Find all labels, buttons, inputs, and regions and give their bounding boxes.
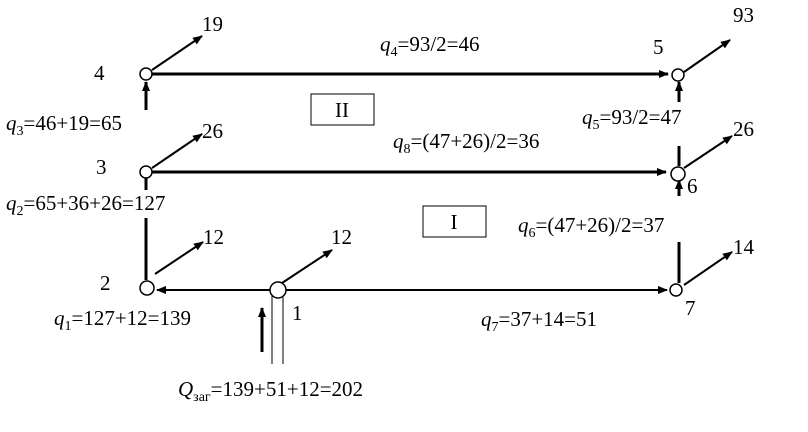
- flow-q6: q6=(47+26)/2=37: [518, 213, 664, 241]
- node-label-3: 3: [96, 155, 107, 179]
- outflow-value-5: 93: [733, 3, 754, 27]
- flow-q2: q2=65+36+26=127: [6, 191, 165, 219]
- flow-Q-supply: Qзаг=139+51+12=202: [178, 377, 363, 405]
- flow-q8: q8=(47+26)/2=36: [393, 129, 539, 157]
- node-6: [670, 166, 686, 182]
- outflow-arrow-6: [683, 135, 733, 169]
- outflow-value-3: 26: [202, 119, 223, 143]
- node-label-5: 5: [653, 35, 664, 59]
- flow-q7: q7=37+14=51: [481, 307, 597, 335]
- outflow-value-6: 26: [733, 117, 754, 141]
- node-4: [139, 67, 153, 81]
- ring-label-II: II: [335, 98, 349, 122]
- node-7: [669, 283, 683, 297]
- node-label-6: 6: [687, 174, 698, 198]
- outflow-value-2: 12: [203, 225, 224, 249]
- node-label-7: 7: [685, 296, 696, 320]
- outflow-arrow-2: [154, 241, 204, 275]
- node-label-2: 2: [100, 271, 111, 295]
- outflow-value-7: 14: [733, 235, 755, 259]
- flow-q3: q3=46+19=65: [6, 111, 122, 139]
- outflow-arrow-7: [683, 251, 733, 286]
- outflow-arrow-3: [151, 133, 203, 169]
- node-label-1: 1: [292, 301, 303, 325]
- ring-box-II: [310, 93, 375, 126]
- flow-q5: q5=93/2=47: [582, 105, 682, 133]
- node-2: [139, 280, 155, 296]
- flow-q1: q1=127+12=139: [54, 306, 191, 334]
- node-1: [269, 281, 287, 299]
- node-5: [671, 68, 685, 82]
- flow-q4: q4=93/2=46: [380, 32, 480, 60]
- outflow-arrow-5: [683, 39, 731, 73]
- outflow-value-1: 12: [331, 225, 352, 249]
- node-3: [139, 165, 153, 179]
- ring-box-I: [422, 205, 487, 238]
- node-label-4: 4: [94, 61, 105, 85]
- ring-label-I: I: [451, 210, 458, 234]
- outflow-arrow-1: [281, 249, 333, 284]
- outflow-arrow-4: [151, 35, 203, 71]
- outflow-value-4: 19: [202, 12, 223, 36]
